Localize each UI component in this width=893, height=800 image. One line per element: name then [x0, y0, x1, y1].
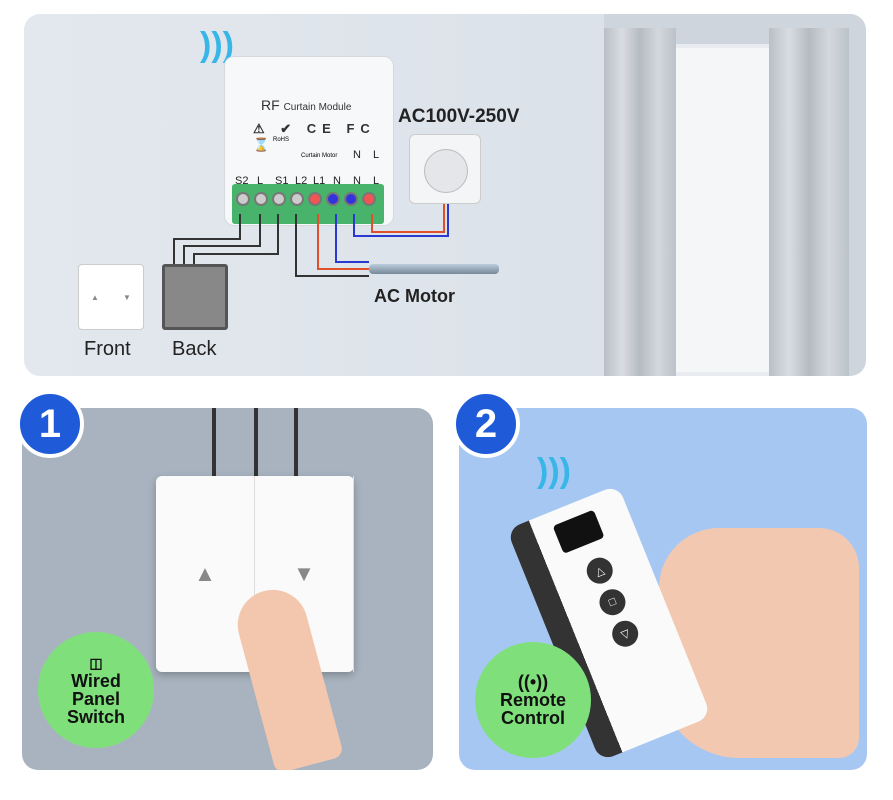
- power-socket: [409, 134, 481, 204]
- switch-back: [162, 264, 228, 330]
- signal-icon: ((•)): [517, 672, 549, 692]
- module-title: RF: [261, 97, 280, 113]
- motor-label: AC Motor: [374, 286, 455, 306]
- terminal-label: L: [373, 175, 380, 187]
- remote-stop-button: □: [595, 585, 630, 620]
- remote-up-button: △: [582, 553, 617, 588]
- badge-text: Wired: [71, 671, 121, 691]
- remote-control-panel: ))) △ □ ▽ ((•)) Remote Control: [459, 408, 867, 770]
- curtain-left: [604, 28, 676, 376]
- curtain-window-photo: [604, 14, 866, 376]
- terminal-label: L: [257, 175, 264, 187]
- remote-down-button: ▽: [608, 616, 643, 651]
- terminal-label: N: [353, 175, 361, 187]
- top-label-n: N: [353, 149, 361, 161]
- remote-control-badge: ((•)) Remote Control: [475, 642, 591, 758]
- badge-text: Control: [501, 708, 565, 728]
- badge-text: Switch: [66, 707, 125, 727]
- tubular-motor: [369, 264, 499, 274]
- certification-marks: ⚠ ✔ CE FC ⌛: [253, 121, 376, 152]
- wifi-icon: ))): [537, 452, 571, 490]
- badge-text: Remote: [499, 690, 566, 710]
- back-label: Back: [172, 338, 217, 360]
- up-arrow-icon: ▲: [156, 476, 255, 672]
- voltage-label: AC100V-250V: [398, 106, 520, 127]
- switch-front: ▲▼: [78, 264, 144, 330]
- module-subtitle: Curtain Module: [283, 102, 352, 113]
- down-arrow-icon: ▼: [255, 476, 354, 672]
- badge-text: Panel: [71, 689, 121, 709]
- terminal-block: [232, 184, 384, 224]
- wired-switch-panel: ▲ ▼ ◫ Wired Panel Switch: [22, 408, 433, 770]
- wiring-diagram-panel: ))) RF Curtain Module ⚠ ✔ CE FC ⌛ RoHS C…: [24, 14, 866, 376]
- terminal-label: N: [333, 175, 341, 187]
- top-label-l: L: [373, 149, 380, 161]
- curtain-motor-label: Curtain Motor: [301, 153, 338, 159]
- front-label: Front: [84, 338, 131, 360]
- option-number-badge: 2: [452, 390, 520, 458]
- option-number-badge: 1: [16, 390, 84, 458]
- wired-panel-switch-badge: ◫ Wired Panel Switch: [38, 632, 154, 748]
- rohs-label: RoHS: [273, 137, 290, 143]
- curtain-right: [769, 28, 849, 376]
